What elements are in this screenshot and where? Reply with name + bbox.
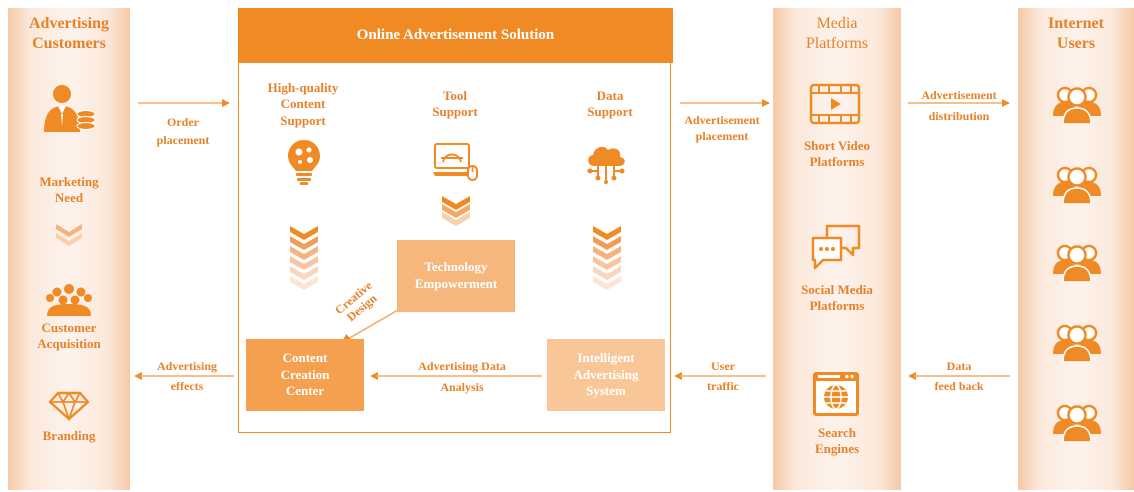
data-support-label: Data Support [587, 88, 633, 120]
content-creation-center-box: Content Creation Center [246, 339, 364, 411]
laptop-icon [433, 143, 478, 181]
customers-title: Advertising Customers [29, 15, 109, 52]
customer-acquisition-label: Customer Acquisition [37, 320, 101, 352]
advertising-effects-arrow [134, 372, 234, 380]
advertisement-placement-arrow [680, 99, 770, 107]
user-group-icon [1053, 166, 1101, 205]
businessman-icon [44, 85, 96, 132]
advertisement-distribution-label: Advertisement distribution [921, 88, 997, 123]
lightbulb-icon [288, 140, 320, 185]
order-placement-arrow [138, 99, 230, 107]
customers-column [8, 8, 130, 490]
advertisement-placement-label: Advertisement placement [684, 113, 760, 143]
chevron-down-icon [593, 226, 621, 290]
advertisement-distribution-arrow [908, 99, 1010, 107]
browser-globe-icon [813, 372, 859, 416]
marketing-need-label: Marketing Need [39, 174, 99, 206]
social-media-label: Social Media Platforms [801, 282, 873, 314]
user-group-icon [1053, 404, 1101, 443]
branding-label: Branding [42, 428, 96, 443]
chevron-down-icon [56, 224, 82, 246]
crowd-icon [46, 284, 92, 316]
user-traffic-arrow [674, 372, 766, 380]
user-traffic-label: User traffic [707, 359, 739, 394]
short-video-label: Short Video Platforms [803, 138, 871, 170]
content-support-label: High-quality Content Support [267, 80, 339, 128]
chevron-down-icon [442, 196, 470, 226]
chevron-down-icon [290, 226, 318, 290]
intelligent-advertising-system-box: Intelligent Advertising System [547, 339, 665, 411]
users-title: Internet Users [1048, 15, 1104, 52]
video-player-icon [809, 83, 861, 125]
advertising-data-analysis-label: Advertising Data Analysis [418, 359, 506, 394]
order-placement-label: Order placement [156, 115, 210, 147]
technology-empowerment-box: Technology Empowerment [397, 240, 515, 312]
data-feedback-label: Data feed back [934, 359, 984, 394]
solution-title: Online Advertisement Solution [238, 8, 673, 63]
data-feedback-arrow [908, 372, 1010, 380]
advertising-effects-label: Advertising effects [157, 359, 217, 394]
user-group-icon [1053, 86, 1101, 125]
tool-support-label: Tool Support [432, 88, 478, 120]
user-group-icon [1053, 244, 1101, 283]
media-title: Media Platforms [805, 15, 869, 52]
diamond-icon [48, 391, 90, 422]
user-group-icon [1053, 324, 1101, 363]
data-analysis-arrow [370, 372, 542, 380]
chat-icon [811, 224, 861, 270]
search-engines-label: Search Engines [814, 425, 860, 457]
cloud-network-icon [587, 146, 625, 184]
